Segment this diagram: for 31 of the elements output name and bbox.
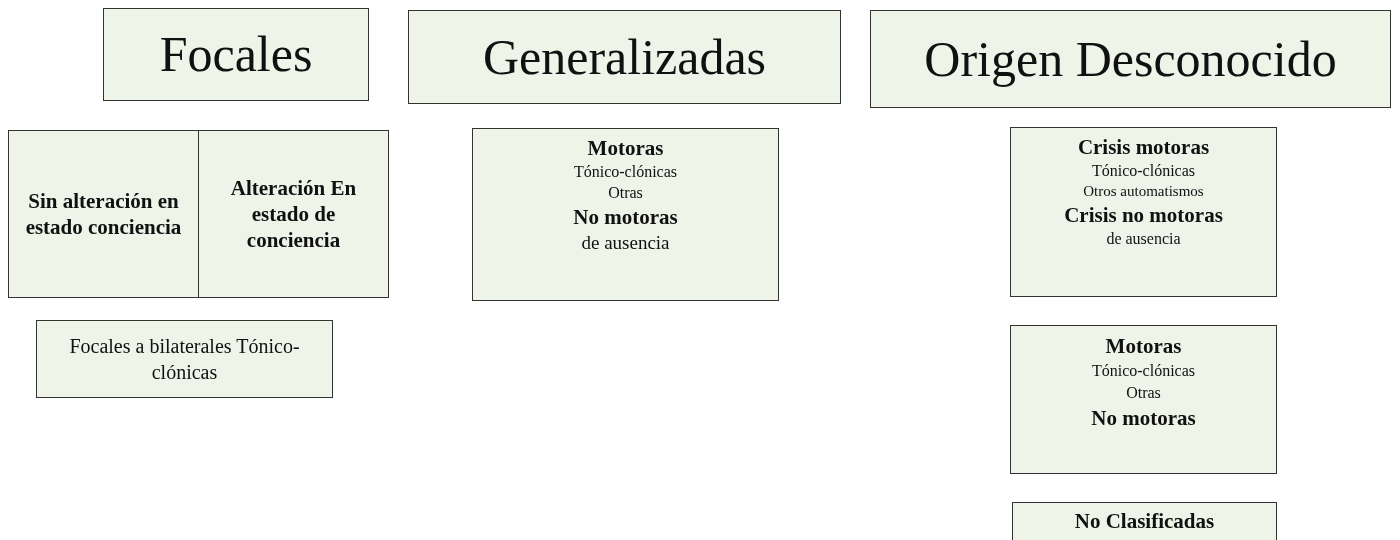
item-text: Tónico-clónicas — [1091, 361, 1196, 382]
category-box — [1012, 502, 1277, 540]
category-box — [1010, 325, 1277, 474]
item-text: de ausencia — [1106, 228, 1181, 249]
category-box — [1010, 127, 1277, 297]
category-title — [408, 10, 841, 104]
item-text: Tónico-clónicas — [573, 162, 678, 183]
item-text: Otras — [608, 183, 643, 204]
item-text: Origen Desconocido — [924, 31, 1337, 87]
heading-text: Crisis motoras — [1077, 134, 1210, 161]
item-text: Focales — [159, 27, 313, 82]
item-text: de ausencia — [581, 231, 670, 256]
heading-text: No motoras — [573, 203, 678, 231]
heading-text: No motoras — [1091, 404, 1196, 432]
item-text: Generalizadas — [482, 29, 767, 85]
heading-text: Crisis no motoras — [1064, 201, 1223, 229]
heading-text: No Clasificadas — [1074, 509, 1215, 535]
category-box — [472, 128, 779, 301]
item-text: Tónico-clónicas — [1091, 161, 1196, 182]
item-text: Otros automatismos — [1083, 182, 1204, 202]
category-title — [870, 10, 1391, 108]
heading-text: Motoras — [587, 135, 664, 162]
category-box — [36, 320, 333, 398]
category-box — [8, 130, 199, 298]
item-text: Otras — [1126, 382, 1161, 403]
heading-text: Motoras — [1105, 333, 1182, 360]
heading-text: Sin alteración en estado conciencia — [24, 187, 183, 241]
item-text: Focales a bilaterales Tónico-clónicas — [68, 334, 301, 385]
category-title — [103, 8, 369, 101]
category-box — [198, 130, 389, 298]
heading-text: Alteración En estado de conciencia — [229, 174, 358, 254]
